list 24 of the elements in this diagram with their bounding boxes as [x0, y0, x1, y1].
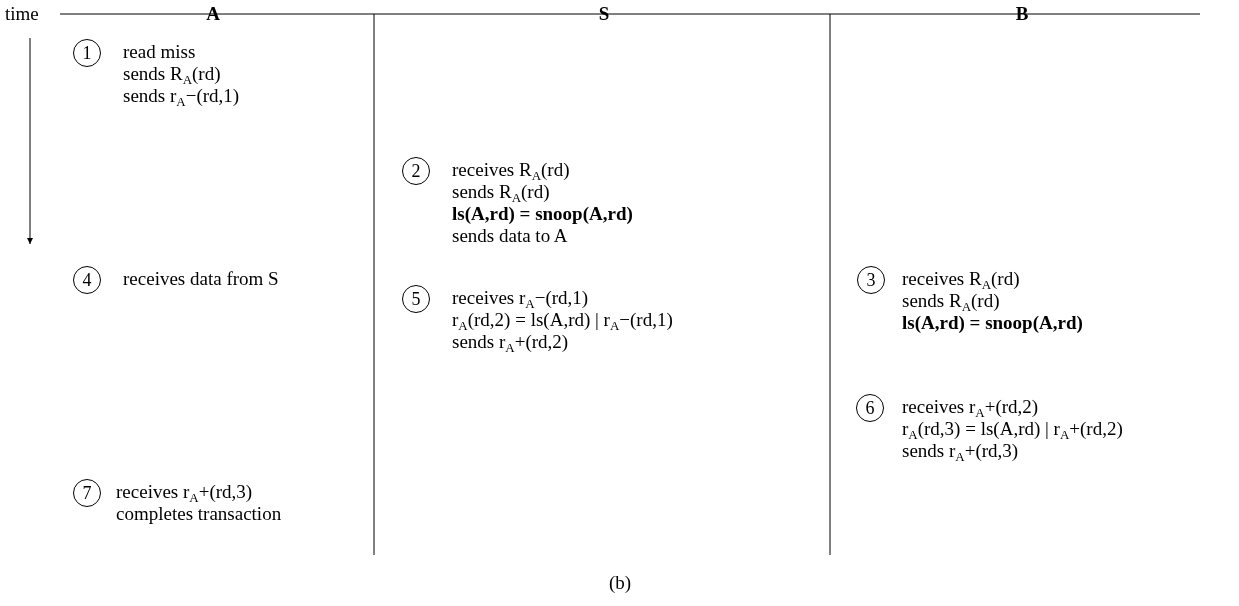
- step-text: sends data to A: [452, 225, 568, 247]
- step-text: receives r$_{A}$+(rd,2): [902, 396, 1039, 418]
- step-text: receives r$_{A}$−(rd,1): [452, 287, 589, 309]
- step-text: receives r$_{A}$+(rd,3): [116, 481, 253, 503]
- step-text: receives R$_{A}$(rd): [452, 159, 570, 181]
- step-text: ls(A,rd) = snoop(A,rd): [902, 312, 1083, 334]
- step-text: sends r$_{A}$+(rd,3): [902, 440, 1019, 462]
- step-text: read miss: [123, 41, 196, 63]
- step-text: r$_{A}$(rd,3) = ls(A,rd) | r$_{A}$+(rd,2): [902, 418, 1123, 440]
- step-text: receives R$_{A}$(rd): [902, 268, 1020, 290]
- step-text: sends R$_{A}$(rd): [123, 63, 221, 85]
- step-text: sends R$_{A}$(rd): [452, 181, 550, 203]
- column-header: B: [1015, 3, 1029, 25]
- axis-label: time: [5, 3, 39, 25]
- column-header: A: [206, 3, 220, 25]
- step-text: r$_{A}$(rd,2) = ls(A,rd) | r$_{A}$−(rd,1): [452, 309, 673, 331]
- step-text: sends r$_{A}$−(rd,1): [123, 85, 240, 107]
- step-text: completes transaction: [116, 503, 282, 525]
- column-header: S: [598, 3, 610, 25]
- step-text: ls(A,rd) = snoop(A,rd): [452, 203, 633, 225]
- step-text: receives data from S: [123, 268, 279, 290]
- caption: (b): [608, 572, 632, 594]
- step-text: sends r$_{A}$+(rd,2): [452, 331, 569, 353]
- step-text: sends R$_{A}$(rd): [902, 290, 1000, 312]
